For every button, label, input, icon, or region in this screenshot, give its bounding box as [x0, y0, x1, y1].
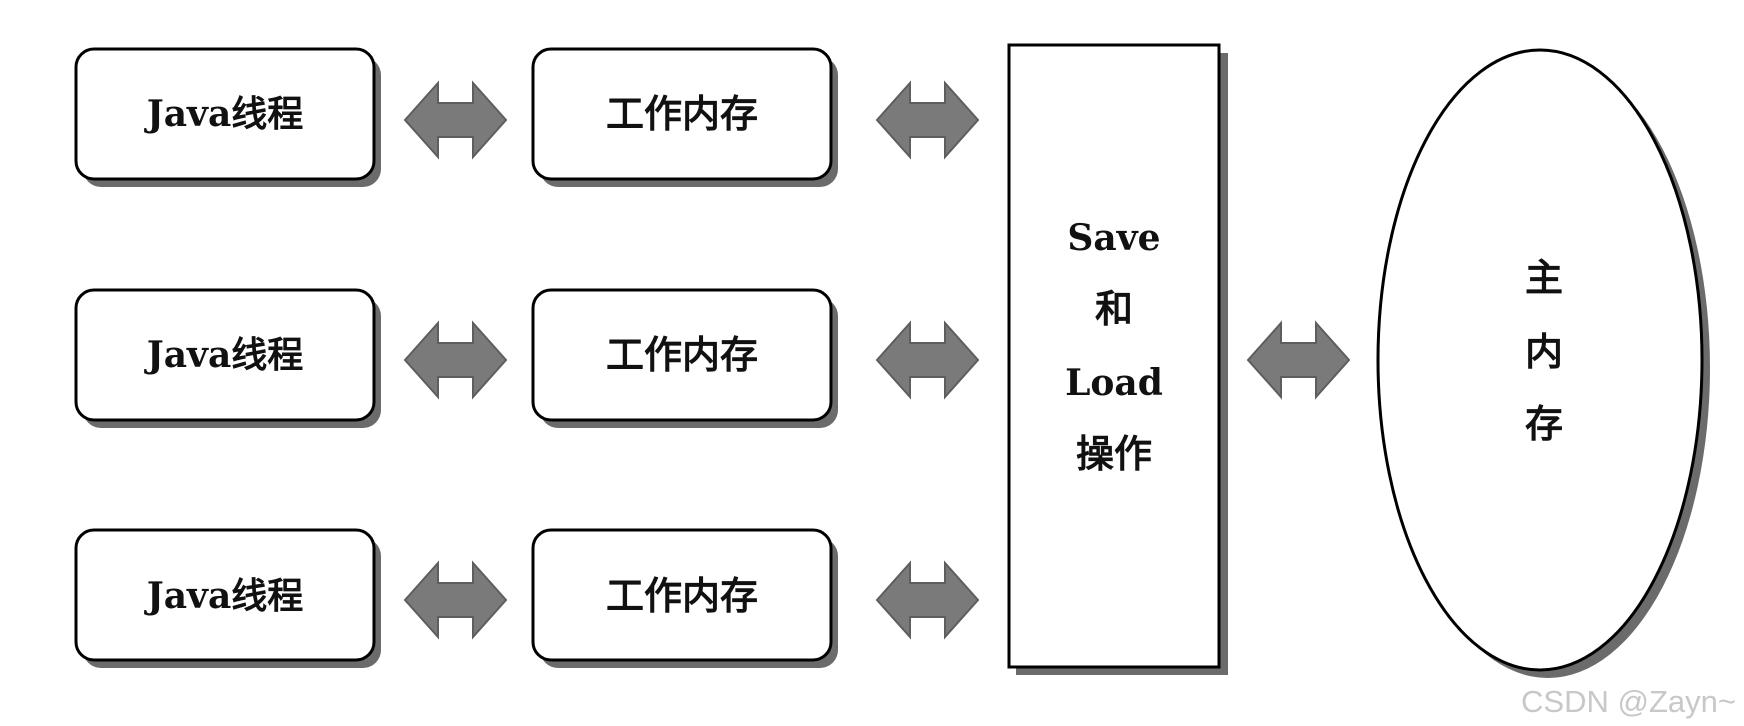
double-arrow-icon	[875, 320, 980, 400]
thread-row-2: Java线程 工作内存	[74, 288, 980, 428]
main-memory-ellipse	[1376, 48, 1704, 672]
arrow-work-saveload-2	[875, 320, 980, 400]
work-memory-box-3	[531, 528, 833, 662]
arrow-work-saveload-3	[875, 560, 980, 640]
arrow-thread-work-3	[403, 560, 508, 640]
main-memory-line1: 主	[1525, 256, 1563, 300]
main-memory-line2: 内	[1525, 330, 1563, 374]
thread-label-1: Java线程	[144, 93, 304, 135]
double-arrow-icon	[403, 320, 508, 400]
work-memory-label-1: 工作内存	[606, 92, 758, 136]
thread-label-2: Java线程	[144, 334, 304, 376]
double-arrow-icon	[1246, 320, 1351, 400]
arrow-thread-work-1	[403, 80, 508, 160]
double-arrow-icon	[875, 560, 980, 640]
thread-box-2	[74, 288, 376, 422]
save-load-line4: 操作	[1076, 432, 1152, 476]
work-memory-label-2: 工作内存	[606, 333, 758, 377]
thread-row-1: Java线程 工作内存	[74, 47, 980, 187]
save-load-line2: 和	[1095, 287, 1133, 331]
watermark: CSDN @Zayn~	[1521, 684, 1736, 719]
main-memory-block: 主 内 存	[1376, 48, 1710, 678]
thread-row-3: Java线程 工作内存	[74, 528, 980, 668]
arrow-thread-work-2	[403, 320, 508, 400]
double-arrow-icon	[403, 560, 508, 640]
work-memory-box-2	[531, 288, 833, 422]
thread-label-3: Java线程	[144, 575, 304, 617]
save-load-line1: Save	[1067, 217, 1160, 259]
double-arrow-icon	[875, 80, 980, 160]
main-memory-line3: 存	[1525, 402, 1563, 446]
work-memory-box-1	[531, 47, 833, 181]
save-load-block: Save 和 Load 操作	[1007, 43, 1228, 675]
arrow-saveload-main	[1246, 320, 1351, 400]
save-load-box	[1007, 43, 1221, 669]
double-arrow-icon	[403, 80, 508, 160]
save-load-line3: Load	[1065, 362, 1163, 404]
thread-box-3	[74, 528, 376, 662]
arrow-work-saveload-1	[875, 80, 980, 160]
thread-box-1	[74, 47, 376, 181]
work-memory-label-3: 工作内存	[606, 574, 758, 618]
